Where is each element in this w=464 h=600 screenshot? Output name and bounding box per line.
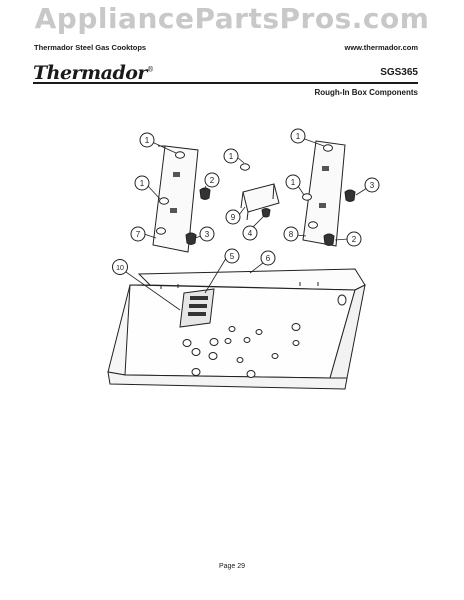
callout-1e: 1 [285, 174, 301, 190]
header-rule [33, 82, 418, 84]
callout-1a-label: 1 [145, 136, 150, 145]
callout-3b: 3 [364, 177, 380, 193]
callout-1a: 1 [139, 132, 155, 148]
callout-1c-label: 1 [296, 132, 301, 141]
callout-5-label: 5 [230, 252, 235, 261]
callout-1c: 1 [290, 128, 306, 144]
callout-8: 8 [283, 226, 299, 242]
callout-2b-label: 2 [352, 235, 357, 244]
watermark: AppliancePartsPros.com [34, 2, 430, 35]
callout-1b-label: 1 [229, 152, 234, 161]
callout-4-label: 4 [248, 229, 253, 238]
callout-10: 10 [112, 259, 128, 275]
page-number: Page 29 [218, 563, 246, 570]
clip-hardware [185, 187, 356, 246]
callout-9: 9 [225, 209, 241, 225]
callout-1e-label: 1 [291, 178, 296, 187]
callout-2a-label: 2 [210, 176, 215, 185]
callout-6-label: 6 [266, 254, 271, 263]
callout-1b: 1 [223, 148, 239, 164]
left-bracket [152, 145, 199, 253]
callout-2b: 2 [346, 231, 362, 247]
callout-1d: 1 [134, 175, 150, 191]
callout-3a-label: 3 [205, 230, 210, 239]
box-grommets [182, 323, 301, 378]
callout-7: 7 [130, 226, 146, 242]
callout-7-label: 7 [136, 230, 141, 239]
brand-logo: Thermador® [33, 62, 154, 84]
callout-4: 4 [242, 225, 258, 241]
callout-3a: 3 [199, 226, 215, 242]
callout-1d-label: 1 [140, 179, 145, 188]
terminal-block [179, 288, 215, 328]
document-header-url: www.thermador.com [344, 43, 419, 52]
callout-6: 6 [260, 250, 276, 266]
callout-8-label: 8 [289, 230, 294, 239]
callout-5: 5 [224, 248, 240, 264]
rough-in-box [107, 268, 366, 390]
registered-mark: ® [146, 65, 154, 74]
brand-name: Thermador [33, 62, 147, 84]
callout-2a: 2 [204, 172, 220, 188]
callout-9-label: 9 [231, 213, 236, 222]
section-title: Rough-In Box Components [314, 88, 418, 97]
right-bracket [302, 140, 346, 247]
callout-10-label: 10 [116, 265, 124, 272]
model-number: SGS365 [380, 67, 418, 78]
document-header-title: Thermador Steel Gas Cooktops [34, 43, 147, 52]
center-bracket [240, 163, 280, 221]
callout-3b-label: 3 [370, 181, 375, 190]
